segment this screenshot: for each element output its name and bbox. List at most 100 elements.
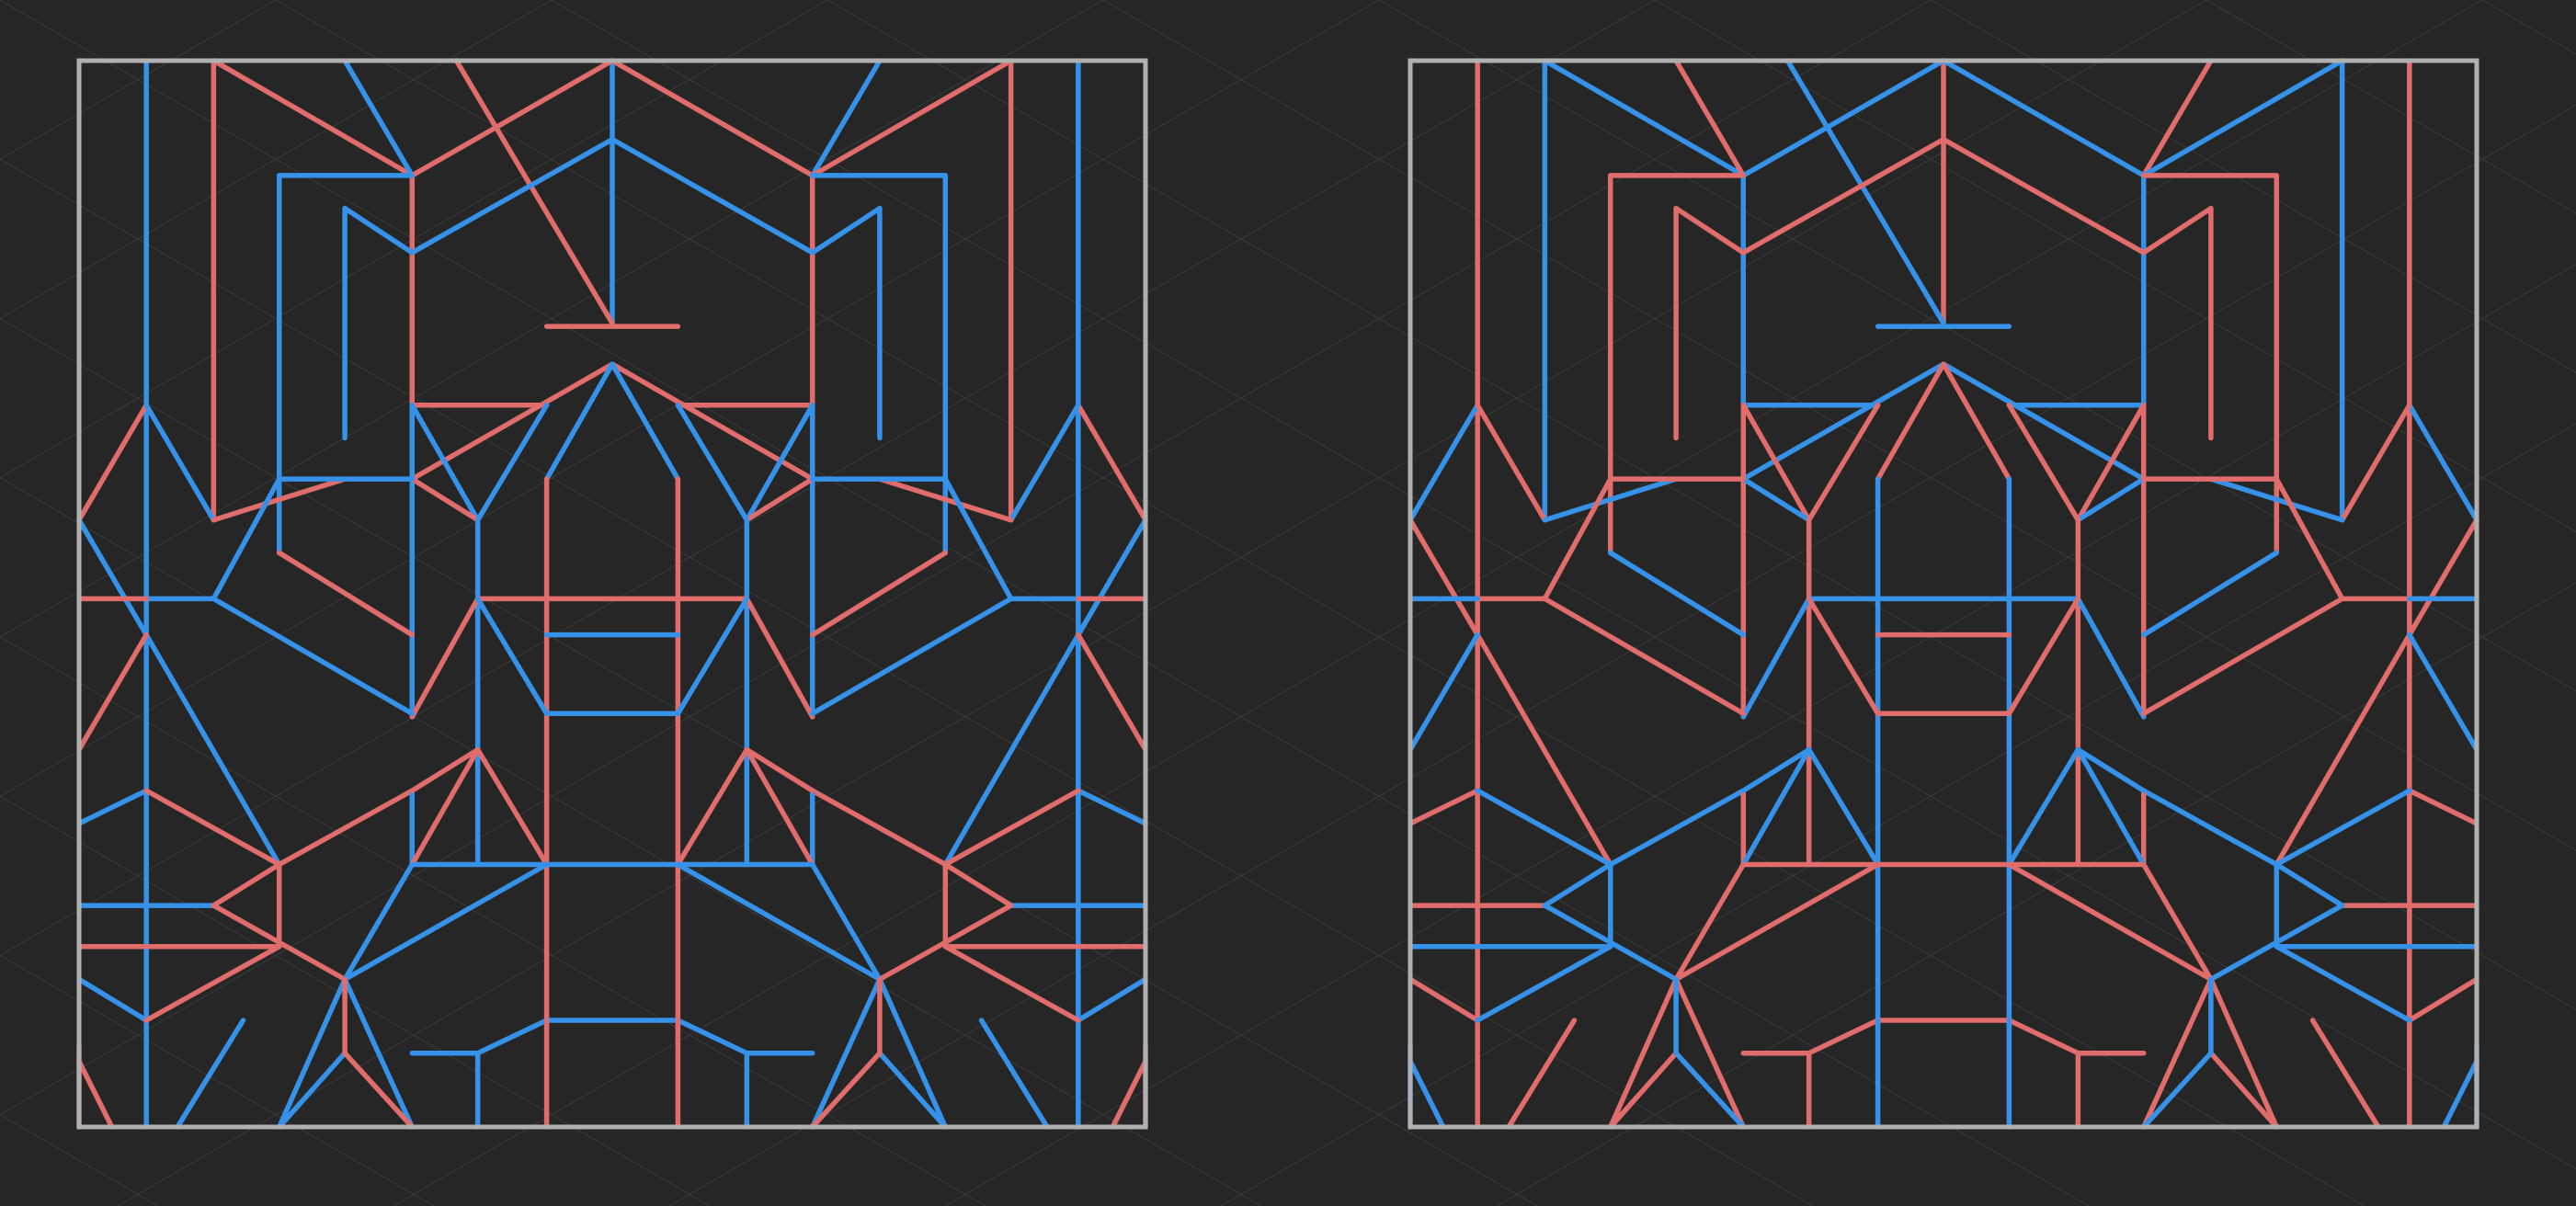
crease-line-primary	[675, 746, 750, 868]
crease-line-primary	[942, 861, 1014, 908]
crease-line-secondary	[1542, 476, 1613, 602]
grid-line	[1496, 582, 2576, 1206]
crease-line-secondary	[409, 136, 615, 256]
crease-line-secondary	[1806, 1018, 1881, 1056]
crease-line-secondary	[2208, 1050, 2280, 1130]
crease-line-primary	[211, 58, 416, 178]
grid-line	[944, 264, 2576, 1206]
crease-line-primary	[744, 476, 815, 523]
crease-line-secondary	[342, 861, 416, 983]
crease-line-primary	[942, 943, 1081, 1023]
crease-line-primary	[2274, 788, 2412, 868]
grid-line	[0, 636, 986, 1206]
crease-line-primary	[1542, 903, 1679, 983]
crease-line-primary	[211, 903, 348, 983]
crease-line-primary	[2407, 403, 2479, 523]
crease-line-secondary	[942, 476, 1014, 602]
crease-line-secondary	[2208, 976, 2280, 1130]
crease-line-secondary	[1806, 403, 1881, 523]
crease-line-secondary	[809, 861, 883, 983]
crease-line-primary	[2075, 476, 2147, 523]
crease-line-primary	[877, 903, 1014, 983]
crease-line-secondary	[809, 976, 883, 1130]
crease-line-secondary	[1408, 788, 1480, 826]
crease-line-primary	[744, 596, 815, 720]
crease-line-secondary	[2407, 788, 2479, 826]
crease-line-primary	[610, 58, 815, 178]
crease-line-secondary	[342, 976, 416, 1130]
crease-line-secondary	[610, 361, 681, 482]
crease-line-primary	[744, 746, 815, 793]
crease-line-secondary	[1673, 205, 1747, 256]
grid-line	[0, 0, 1380, 797]
crease-line-primary	[1542, 861, 1613, 908]
grid-line	[0, 0, 828, 479]
crease-line-secondary	[675, 1018, 750, 1056]
crease-line-primary	[1408, 403, 1480, 523]
crease-line-secondary	[744, 403, 815, 523]
crease-line-secondary	[1008, 403, 1081, 523]
crease-line-primary	[76, 631, 149, 753]
crease-line-secondary	[809, 205, 883, 256]
crease-line-primary	[744, 746, 815, 868]
crease-line-secondary	[76, 517, 149, 638]
grid-line	[0, 477, 1262, 1206]
crease-line-primary	[1542, 58, 1747, 178]
crease-line-secondary	[1475, 631, 1613, 868]
crease-pattern-right	[1408, 58, 2479, 1130]
crease-line-secondary	[675, 403, 750, 523]
grid-line	[0, 317, 1538, 1206]
grid-line	[668, 104, 2576, 1206]
crease-line-secondary	[211, 596, 416, 717]
crease-line-secondary	[942, 631, 1081, 868]
grid-line	[0, 158, 1814, 1206]
grid-line	[0, 795, 711, 1206]
crease-line-primary	[1076, 403, 1148, 523]
crease-line-primary	[2075, 746, 2147, 868]
crease-line-secondary	[1542, 596, 1747, 717]
paper-border	[76, 58, 1148, 1130]
crease-line-primary	[2274, 861, 2345, 908]
crease-line-secondary	[342, 205, 416, 256]
crease-line-secondary	[1875, 361, 1946, 482]
crease-line-secondary	[2140, 205, 2214, 256]
crease-line-primary	[76, 1058, 115, 1130]
crease-line-primary	[877, 476, 1014, 523]
grid-line	[0, 0, 1656, 957]
crease-line-primary	[1740, 746, 1812, 793]
crease-line-secondary	[1673, 976, 1747, 1130]
grid-line	[1654, 0, 2576, 533]
crease-line-primary	[1408, 631, 1480, 753]
crease-line-primary	[1673, 1050, 1747, 1130]
crease-line-primary	[2006, 746, 2081, 868]
crease-line-secondary	[1076, 517, 1148, 638]
crease-line-secondary	[1076, 788, 1148, 826]
grid-line	[2206, 0, 2576, 214]
crease-line-primary	[409, 476, 481, 523]
crease-line-primary	[409, 58, 615, 178]
crease-line-primary	[2441, 1058, 2479, 1130]
crease-line-primary	[1110, 1058, 1148, 1130]
crease-line-secondary	[809, 58, 883, 178]
crease-line-primary	[76, 403, 149, 523]
crease-line-primary	[2208, 476, 2345, 523]
crease-line-secondary	[1941, 361, 2012, 482]
crease-line-secondary	[877, 1050, 949, 1130]
crease-line-primary	[809, 788, 949, 868]
crease-line-secondary	[2006, 861, 2214, 983]
grid-line	[1220, 423, 2576, 1206]
crease-line-secondary	[76, 976, 149, 1023]
crease-line-secondary	[1408, 517, 1480, 638]
crease-line-primary	[1607, 788, 1747, 868]
crease-line-primary	[1740, 476, 1812, 523]
crease-line-primary	[809, 1050, 883, 1130]
crease-line-secondary	[76, 788, 149, 826]
crease-line-secondary	[2274, 476, 2345, 602]
crease-line-primary	[342, 1050, 416, 1130]
crease-line-secondary	[1941, 136, 2147, 256]
crease-line-secondary	[1740, 136, 1946, 256]
crease-line-secondary	[610, 136, 815, 256]
crease-line-secondary	[2006, 1018, 2081, 1056]
grid-line	[826, 0, 2576, 1010]
